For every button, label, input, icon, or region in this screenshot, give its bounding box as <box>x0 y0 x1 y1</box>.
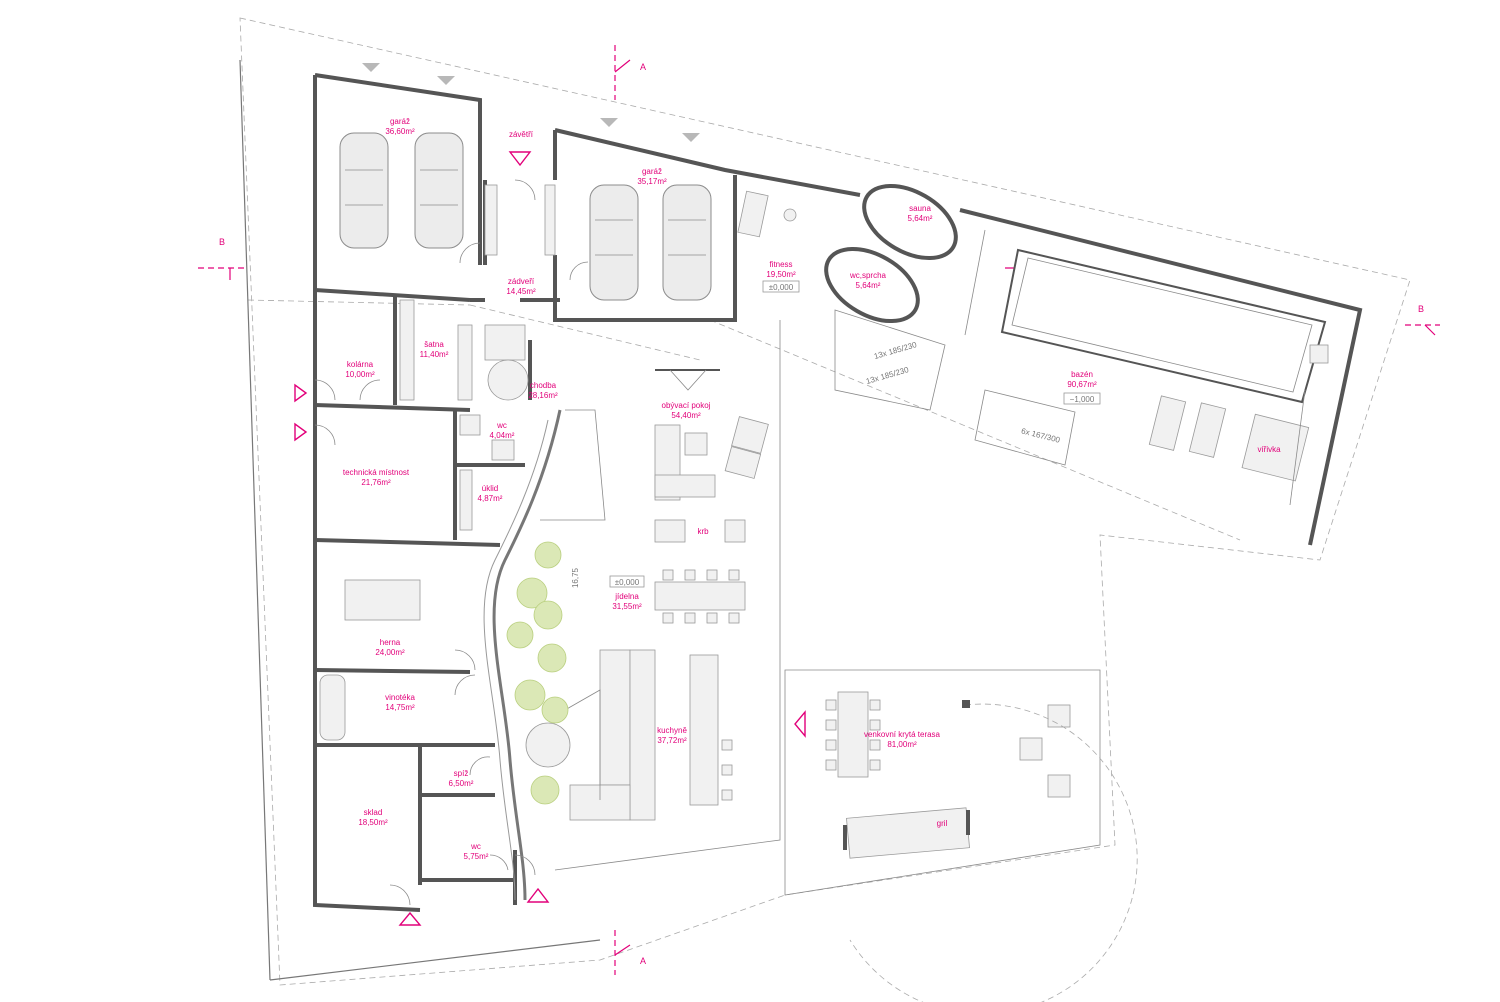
room-name: wc <box>496 421 507 430</box>
hot-tub <box>1241 413 1310 482</box>
stairs <box>525 309 1076 800</box>
room-area: 5,64m² <box>856 281 881 290</box>
doors <box>314 179 589 906</box>
exercise-bike <box>783 208 797 222</box>
room-area: 81,00m² <box>887 740 917 749</box>
car-icon <box>339 132 389 249</box>
room-name: kuchyně <box>657 726 687 735</box>
room-area: 6,50m² <box>449 779 474 788</box>
stair-labels: 16,75 13x 185/230 13x 185/230 6x 167/300 <box>571 340 1061 588</box>
room-area: 28,16m² <box>528 391 558 400</box>
car-icon <box>589 184 639 301</box>
stair-label: 16,75 <box>571 567 580 588</box>
room-area: 10,00m² <box>345 370 375 379</box>
garage-entry-markers <box>362 63 700 142</box>
room-labels: garáž 36,60m² garáž 35,17m² závětří zádv… <box>343 117 1281 861</box>
site-boundary <box>239 17 1411 986</box>
room-area: 14,45m² <box>506 287 536 296</box>
room-area: 90,67m² <box>1067 380 1097 389</box>
room-area: 31,55m² <box>612 602 642 611</box>
kitchen-island <box>689 654 719 806</box>
level-mark: −1,000 <box>1070 395 1095 404</box>
room-name: wc <box>470 842 481 851</box>
car-icon <box>414 132 464 249</box>
level-mark: ±0,000 <box>769 283 794 292</box>
room-name: wc,sprcha <box>849 271 887 280</box>
grill-counter <box>846 807 970 859</box>
sauna-pods <box>824 183 958 324</box>
fireplace <box>654 519 686 543</box>
room-name: spíž <box>454 769 469 778</box>
room-name: bazén <box>1071 370 1093 379</box>
wardrobe-satna <box>399 299 415 401</box>
sunbed <box>1148 395 1187 451</box>
room-area: 54,40m² <box>671 411 701 420</box>
dining-table <box>654 581 746 611</box>
spiral-stair <box>487 359 529 401</box>
pool-table <box>344 579 421 621</box>
entry-markers <box>294 151 806 926</box>
room-name: chodba <box>530 381 557 390</box>
wardrobe <box>484 184 498 256</box>
room-area: 36,60m² <box>385 127 415 136</box>
room-name: garáž <box>642 167 662 176</box>
room-name: fitness <box>769 260 792 269</box>
room-area: 11,40m² <box>420 350 449 359</box>
section-b-label-right: B <box>1418 304 1424 314</box>
room-name: vířivka <box>1257 445 1281 454</box>
room-name: garáž <box>390 117 410 126</box>
section-a-label-bottom: A <box>640 956 646 966</box>
terrace-table <box>837 691 869 778</box>
room-name: kolárna <box>347 360 374 369</box>
section-a-label-top: A <box>640 62 646 72</box>
room-area: 4,04m² <box>490 431 515 440</box>
greenery <box>506 541 569 805</box>
room-name: technická místnost <box>343 468 410 477</box>
room-area: 5,64m² <box>908 214 933 223</box>
dining-chairs <box>662 569 881 801</box>
room-name: sklad <box>364 808 383 817</box>
section-b-label-left: B <box>219 237 225 247</box>
curved-wall <box>492 409 562 901</box>
room-name: sauna <box>909 204 931 213</box>
room-area: 21,76m² <box>361 478 391 487</box>
level-mark: ±0,000 <box>615 578 640 587</box>
room-name: krb <box>697 527 709 536</box>
stair-label: 6x 167/300 <box>1020 426 1061 444</box>
room-area: 19,50m² <box>766 270 796 279</box>
car-icon <box>662 184 712 301</box>
terrace <box>784 669 1138 1002</box>
room-name: závětří <box>509 130 534 139</box>
pool <box>964 229 1329 506</box>
room-name: gril <box>937 819 948 828</box>
room-name: vinotéka <box>385 693 415 702</box>
room-name: zádveří <box>508 277 535 286</box>
room-area: 18,50m² <box>358 818 388 827</box>
armchair <box>731 416 769 454</box>
room-name: úklid <box>482 484 498 493</box>
cars <box>339 132 712 301</box>
room-name: herna <box>380 638 401 647</box>
room-name: venkovní krytá terasa <box>864 730 941 739</box>
room-name: jídelna <box>614 592 639 601</box>
stair-label: 13x 185/230 <box>873 340 918 361</box>
room-area: 35,17m² <box>637 177 667 186</box>
kitchen-counter <box>599 649 631 786</box>
room-name: obývací pokoj <box>662 401 711 410</box>
room-name: šatna <box>424 340 444 349</box>
room-area: 24,00m² <box>375 648 405 657</box>
room-area: 5,75m² <box>464 852 489 861</box>
room-area: 14,75m² <box>385 703 415 712</box>
stair-label: 13x 185/230 <box>865 365 910 386</box>
room-area: 4,87m² <box>478 494 503 503</box>
fitness-bench <box>737 190 769 238</box>
room-area: 37,72m² <box>657 736 687 745</box>
